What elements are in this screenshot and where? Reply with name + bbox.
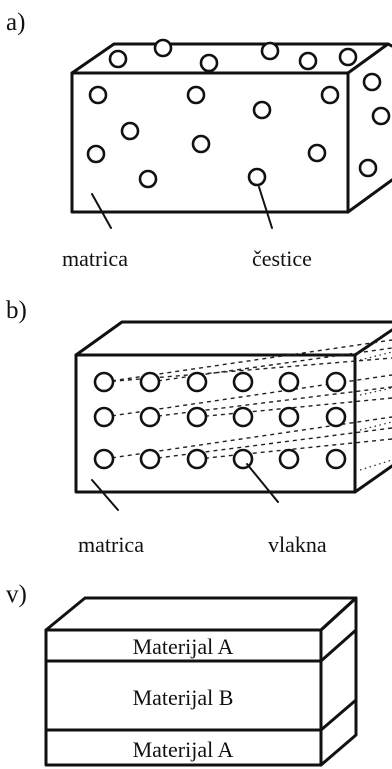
particle: [138, 169, 158, 189]
panel-a: a): [6, 9, 392, 271]
fiber-end: [325, 448, 347, 470]
laminate-side-face: [319, 596, 358, 767]
particle: [88, 85, 108, 105]
particle: [120, 121, 140, 141]
particle: [252, 100, 272, 120]
panel-a-top-face: [70, 42, 390, 75]
particle: [371, 106, 391, 126]
panel-a-particles-label: čestice: [252, 246, 312, 271]
panel-v: v) Materijal A Materijal B Materijal A: [6, 581, 358, 767]
fibers: [93, 371, 347, 470]
panel-a-side-face: [346, 42, 392, 214]
panel-a-particle-leader: [258, 186, 273, 229]
particle: [153, 38, 173, 58]
fiber-end: [93, 448, 115, 470]
fiber-end: [186, 448, 208, 470]
panel-b-matrix-label: matrica: [78, 532, 144, 557]
panel-b-label: b): [6, 297, 27, 324]
panel-a-matrix-leader: [91, 193, 112, 229]
layer-label-middle: Materijal B: [133, 685, 234, 710]
fiber-end: [278, 448, 300, 470]
particle: [362, 72, 382, 92]
panel-a-block: [70, 42, 392, 214]
fiber-end: [186, 371, 208, 393]
fiber-end: [139, 371, 161, 393]
fiber-end: [93, 371, 115, 393]
fiber-end: [325, 406, 347, 428]
particle: [186, 85, 206, 105]
particles: [86, 38, 391, 189]
panel-v-label: v): [6, 581, 27, 608]
particle: [191, 134, 211, 154]
panel-a-matrix-label: matrica: [62, 246, 128, 271]
particle: [108, 49, 128, 69]
fiber-end: [186, 406, 208, 428]
fiber-end: [278, 371, 300, 393]
particle: [358, 158, 378, 178]
fiber-end: [232, 371, 254, 393]
fiber-end: [139, 448, 161, 470]
particle: [247, 167, 267, 187]
particle: [298, 51, 318, 71]
panel-b-top-face: [74, 320, 392, 357]
layer-divider-side: [319, 698, 358, 732]
panel-a-label: a): [6, 9, 25, 36]
fiber-end: [278, 406, 300, 428]
fiber-end: [139, 406, 161, 428]
panel-b-block: [74, 320, 392, 494]
fiber-end: [93, 406, 115, 428]
panel-b-fibers-label: vlakna: [268, 532, 327, 557]
panel-b-side-face: [353, 464, 392, 494]
particle: [199, 53, 219, 73]
fiber-end: [232, 406, 254, 428]
layer-label-top: Materijal A: [133, 634, 234, 659]
panel-b-fiber-leader: [246, 463, 279, 503]
panel-b: b): [6, 297, 392, 557]
laminate-block: [44, 596, 358, 767]
particle: [86, 144, 106, 164]
particle: [260, 41, 280, 61]
particle: [338, 47, 358, 67]
fiber-end: [325, 371, 347, 393]
particle: [320, 85, 340, 105]
panel-b-matrix-leader: [91, 479, 119, 511]
panel-b-front-face: [74, 353, 357, 494]
layer-label-bottom: Materijal A: [133, 737, 234, 762]
laminate-top-face: [44, 596, 358, 632]
layer-divider-side: [319, 628, 358, 663]
particle: [307, 143, 327, 163]
